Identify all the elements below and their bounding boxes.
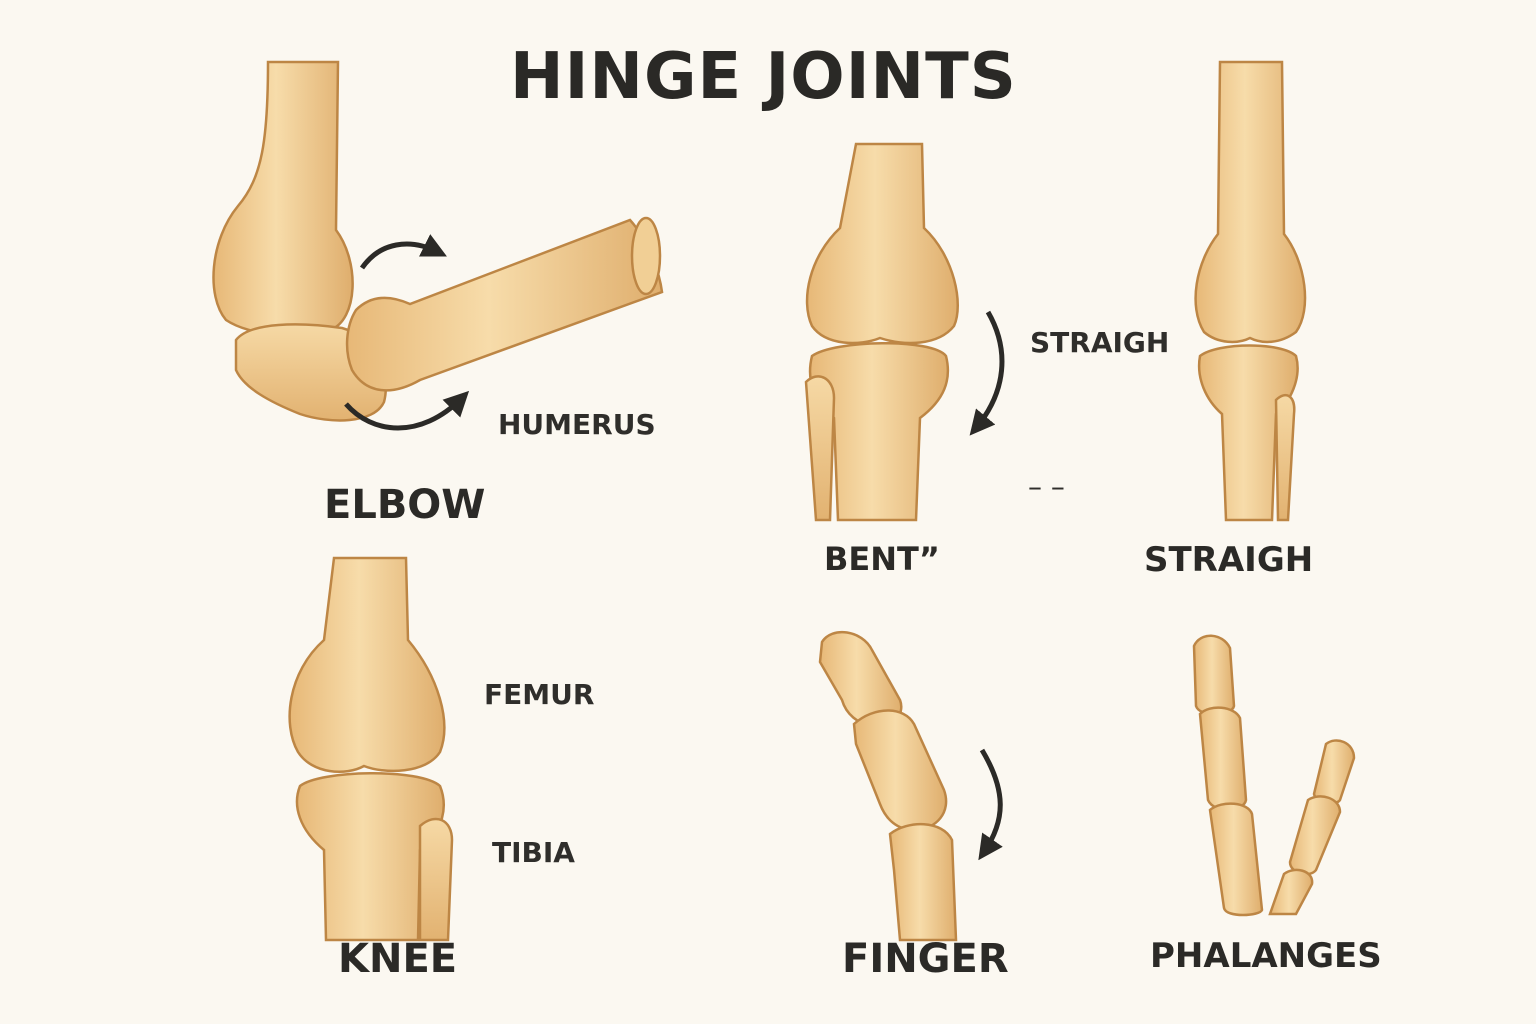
tibia-label: TIBIA (492, 836, 575, 869)
femur-label: FEMUR (484, 678, 595, 711)
elbow-joint-illustration (212, 60, 664, 422)
straight-knee-illustration (1194, 60, 1307, 522)
humerus-label: HUMERUS (498, 408, 656, 441)
phalanges-label: PHALANGES (1150, 936, 1382, 976)
bent-knee-flexion-arrow (969, 310, 1005, 436)
straight-arrow-label: STRAIGH (1030, 326, 1170, 359)
bent-knee-illustration (804, 142, 959, 522)
finger-illustration (818, 630, 958, 942)
dash-mark: – – (1028, 470, 1065, 503)
knee-joint-illustration (288, 556, 454, 942)
finger-label: FINGER (842, 936, 1009, 982)
elbow-rotation-arrow-bottom (344, 390, 470, 431)
straight-label: STRAIGH (1144, 540, 1314, 580)
phalanges-illustration (1192, 634, 1356, 917)
bent-label: BENT” (824, 540, 940, 578)
knee-label: KNEE (338, 936, 458, 982)
elbow-label: ELBOW (324, 482, 486, 528)
finger-flexion-arrow (978, 748, 1003, 861)
diagram-title: HINGE JOINTS (510, 40, 1017, 114)
elbow-rotation-arrow-top (359, 234, 447, 270)
